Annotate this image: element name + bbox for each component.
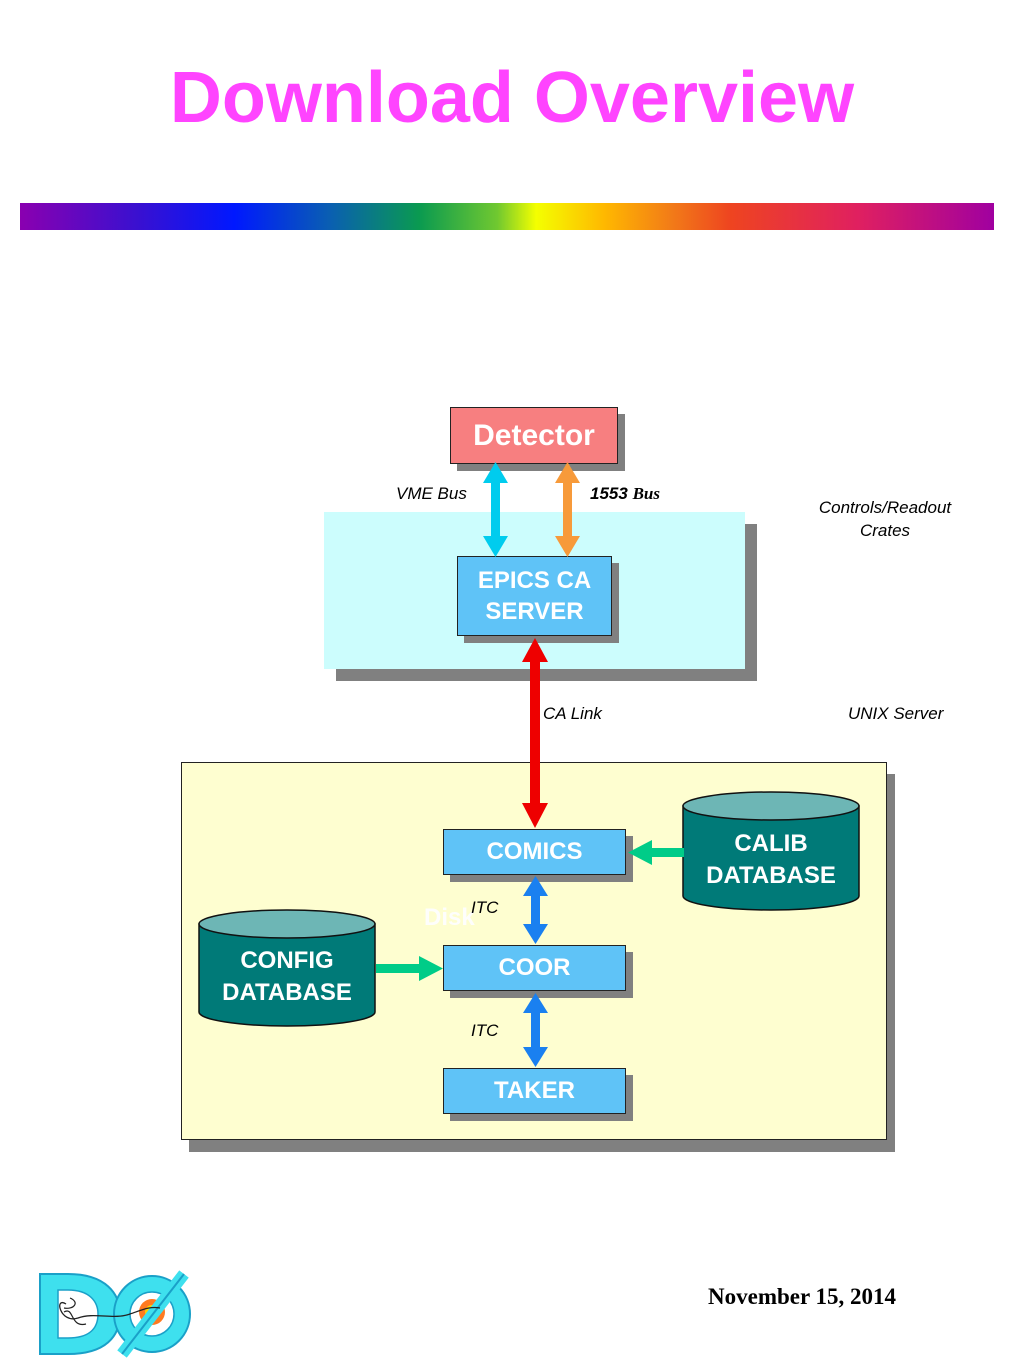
itc-arrow-upper (523, 876, 548, 944)
calib-database-label: CALIB DATABASE (683, 828, 859, 892)
coor-label: COOR (498, 954, 571, 981)
ca-link-label: CA Link (543, 704, 602, 723)
calib-database-cylinder (682, 791, 860, 911)
config-to-coor-arrow (376, 956, 443, 981)
config-line1: CONFIG (240, 947, 334, 974)
epics-label-line1: EPICS CA (477, 566, 592, 594)
vme-bus-label: VME Bus (396, 484, 467, 503)
rainbow-divider (20, 203, 994, 230)
coor-box: COOR (443, 945, 626, 991)
comics-label: COMICS (486, 838, 583, 865)
page-title: Download Overview (169, 58, 855, 138)
controls-line1: Controls/Readout (818, 498, 952, 517)
itc-arrow-lower (523, 993, 548, 1067)
unix-server-label: UNIX Server (848, 704, 944, 723)
taker-label: TAKER (494, 1077, 575, 1104)
bus-1553-label: 1553 Bus (590, 484, 660, 504)
comics-box: COMICS (443, 829, 626, 875)
ca-link-arrow (522, 638, 548, 828)
config-database-cylinder (198, 909, 376, 1027)
disk-label: Disk (424, 904, 475, 931)
calib-to-comics-arrow (628, 840, 684, 865)
dzero-logo (39, 1270, 191, 1358)
taker-box: TAKER (443, 1068, 626, 1114)
slide-date: November 15, 2014 (708, 1284, 897, 1309)
calib-line1: CALIB (734, 830, 808, 857)
vme-bus-arrow (483, 462, 508, 557)
itc-lower-label: ITC (471, 1021, 499, 1040)
controls-line2: Crates (859, 521, 911, 540)
bus-1553-arrow (555, 462, 580, 557)
epics-label-line2: SERVER (485, 598, 584, 625)
controls-readout-crates-label: Controls/Readout Crates (800, 496, 970, 542)
bus-1553-number: 1553 (590, 484, 628, 503)
detector-box: Detector (450, 407, 618, 464)
itc-upper-label: ITC (471, 898, 499, 917)
calib-line2: DATABASE (706, 862, 836, 889)
epics-ca-server-box: EPICS CA SERVER (457, 556, 612, 636)
bus-1553-word: Bus (632, 484, 660, 503)
config-line2: DATABASE (222, 979, 352, 1006)
detector-label: Detector (473, 418, 595, 452)
config-database-label: CONFIG DATABASE (199, 945, 375, 1009)
